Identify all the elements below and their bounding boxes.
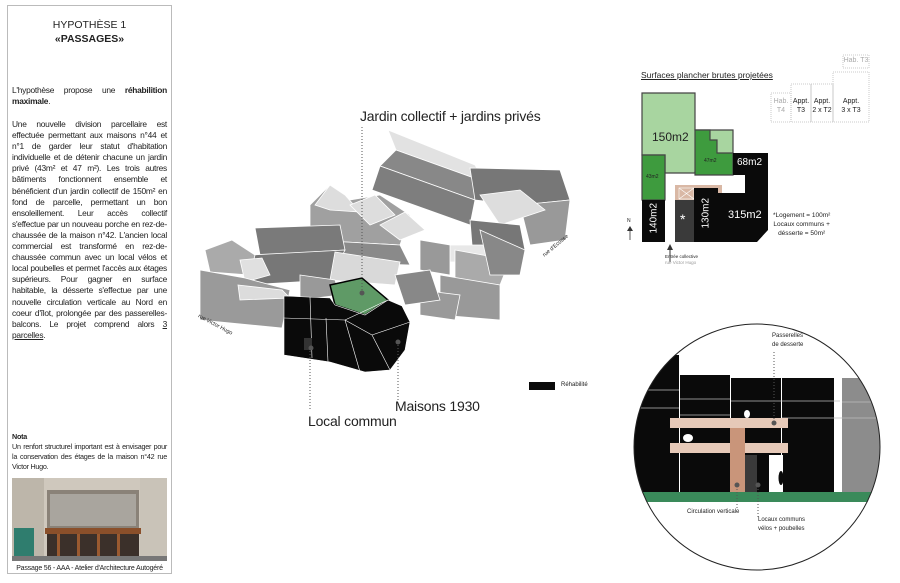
unit-appt-2xt2: Appt.2 x T2 [812, 98, 832, 114]
area-315: 315m2 [728, 209, 762, 221]
label-circulation: Circulation verticale [687, 509, 740, 515]
area-47: 47m2 [704, 158, 717, 164]
star-marker: * [680, 211, 686, 227]
area-68: 68m2 [737, 157, 763, 168]
title-line2: «PASSAGES» [54, 33, 125, 45]
label-garden: Jardin collectif + jardins privés [360, 108, 541, 124]
label-houses-1930: Maisons 1930 [395, 398, 480, 414]
description-panel: HYPOTHÈSE 1 «PASSAGES» L'hypothèse propo… [7, 5, 172, 574]
label-local-commun: Local commun [308, 413, 397, 429]
legend-swatch [529, 382, 555, 390]
area-130: 130m2 [700, 197, 712, 229]
passage-56-photo [12, 478, 167, 561]
area-43: 43m2 [646, 174, 659, 180]
floor-plan [627, 92, 768, 262]
area-150: 150m2 [652, 130, 689, 144]
intro-text: L'hypothèse propose une réhabilition max… [12, 85, 167, 107]
photo-caption: Passage 56 - AAA - Atelier d'Architectur… [16, 565, 163, 572]
unit-hab-t4: Hab.T4 [773, 98, 789, 114]
title-line1: HYPOTHÈSE 1 [52, 19, 127, 31]
legend-label: Réhabilité [561, 382, 588, 388]
unit-appt-3xt3: Appt.3 x T3 [841, 98, 861, 114]
body-text: Une nouvelle division parcellaire est ef… [12, 119, 167, 340]
north-label: N [627, 218, 631, 224]
entry-label: Entrée collective [665, 254, 699, 259]
entry-street: rue Victor Hugo [665, 260, 697, 265]
area-140: 140m2 [648, 202, 660, 234]
section-detail [634, 324, 880, 570]
hypothesis-title: HYPOTHÈSE 1 «PASSAGES» [8, 18, 171, 46]
plan-title: Surfaces plancher brutes projetées [641, 70, 773, 80]
unit-appt-t3: Appt.T3 [792, 98, 810, 114]
unit-hab-t3: Hab. T3 [843, 57, 869, 64]
